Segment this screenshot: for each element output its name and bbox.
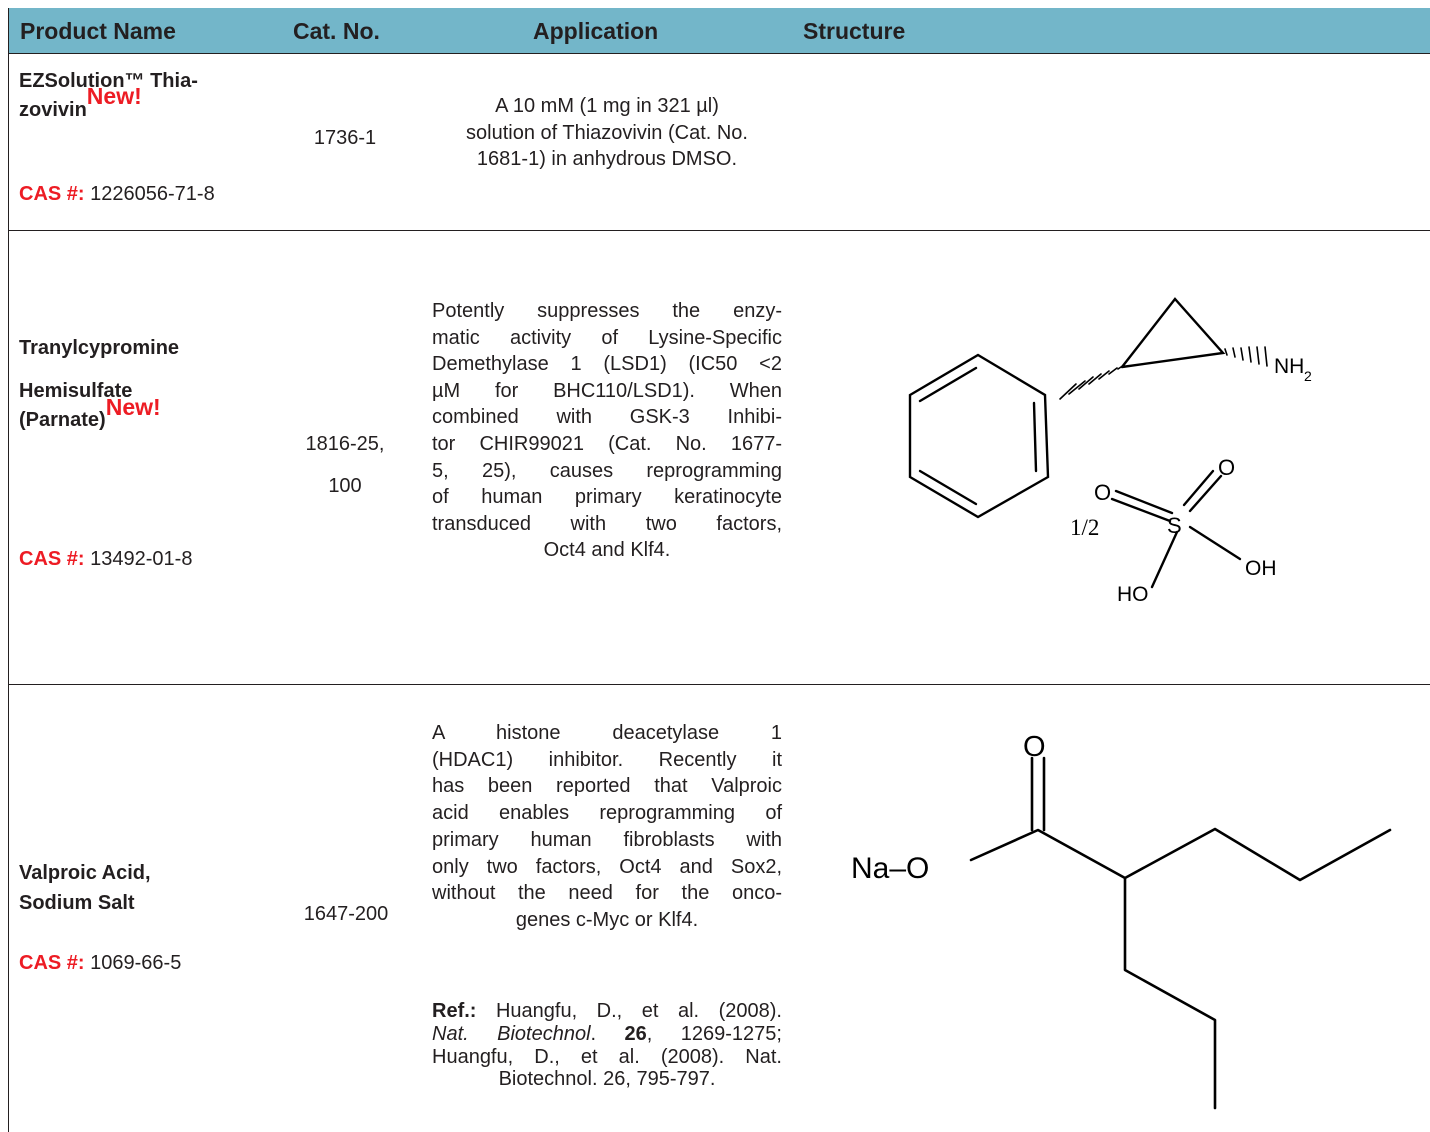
cat-no: 1647-200: [303, 903, 389, 925]
application-text: A histone deacetylase 1 (HDAC1) inhibito…: [432, 720, 782, 934]
product-name-line: zovivin: [19, 99, 87, 121]
application-line: A 10 mM (1 mg in 321 µl): [495, 95, 719, 117]
application-line: tor CHIR99021 (Cat. No. 1677-: [432, 432, 782, 455]
reference-line: Huangfu, D., et al. (2008). Nat.: [432, 1045, 782, 1068]
amine-subscript: 2: [1304, 368, 1312, 384]
ref-volume: 26: [624, 1022, 647, 1045]
application-line: only two factors, Oct4 and Sox2,: [432, 855, 782, 878]
product-name-line: Hemisulfate: [19, 380, 133, 402]
hydroxyl-label: OH: [1245, 557, 1277, 580]
reference-text: Ref.: Huangfu, D., et al. (2008). Nat. B…: [432, 1000, 782, 1091]
application-line: acid enables reprogramming of: [432, 802, 782, 825]
carbon-chain: [1123, 876, 1217, 1110]
double-bond: [1182, 469, 1215, 507]
application-text: A 10 mM (1 mg in 321 µl) solution of Thi…: [432, 93, 782, 173]
double-bond: [1110, 497, 1172, 523]
application-line: transduced with two factors,: [432, 512, 782, 535]
application-line: of human primary keratinocyte: [432, 486, 782, 509]
product-name-line: (Parnate): [19, 409, 106, 431]
hashed-bond: [1224, 346, 1268, 367]
product-name: Tranylcypromine Hemisulfate (Parnate)New…: [19, 338, 179, 431]
hashed-bond: [1059, 364, 1125, 400]
application-line: 5, 25), causes reprogramming: [432, 459, 782, 482]
double-bond: [1188, 474, 1223, 513]
cas-number: CAS #: 1226056-71-8: [19, 183, 215, 205]
sulfur-label: S: [1167, 513, 1182, 538]
application-text: Potently suppresses the enzy- matic acti…: [432, 298, 782, 564]
application-line: Demethylase 1 (LSD1) (IC50 <2: [432, 353, 782, 376]
product-name: Valproic Acid, Sodium Salt: [19, 858, 151, 918]
table-header: Product Name Cat. No. Application Struct…: [8, 8, 1430, 54]
carbonyl-oxygen-label: O: [1023, 731, 1046, 763]
application-line: Potently suppresses the enzy-: [432, 300, 782, 322]
new-badge: New!: [86, 83, 142, 109]
single-bond: [1150, 530, 1179, 589]
application-line: primary human fibroblasts with: [432, 828, 782, 851]
cas-value: 13492-01-8: [90, 548, 193, 570]
application-line: matic activity of Lysine-Specific: [432, 326, 782, 349]
application-line: Oct4 and Klf4.: [543, 539, 671, 562]
header-structure: Structure: [803, 18, 906, 44]
amine-label: NH: [1274, 355, 1304, 378]
application-line: A histone deacetylase 1: [432, 722, 782, 744]
cyclopropane-ring: [1120, 297, 1226, 369]
cas-value: 1226056-71-8: [90, 183, 215, 205]
carbon-chain: [969, 827, 1392, 882]
product-name-line: Tranylcypromine: [19, 337, 180, 359]
application-line: without the need for the onco-: [432, 882, 782, 905]
new-badge: New!: [105, 394, 161, 420]
product-name-line: Valproic Acid,: [19, 862, 151, 884]
double-bond: [918, 469, 978, 506]
product-name-line: Sodium Salt: [19, 892, 135, 914]
ref-label: Ref.:: [432, 1000, 477, 1022]
sodium-oxygen-label: Na–O: [851, 852, 929, 885]
application-line: has been reported that Valproic: [432, 775, 782, 798]
cas-number: CAS #: 13492-01-8: [19, 548, 192, 570]
hydroxyl-label: HO: [1117, 583, 1149, 606]
cat-no: 1736-1: [313, 127, 377, 149]
reference-line: Ref.: Huangfu, D., et al. (2008).: [432, 1000, 782, 1023]
reference-line: Biotechnol. 26, 795-797.: [498, 1068, 716, 1091]
cat-no-line: 1816-25,: [305, 433, 385, 455]
oxygen-label: O: [1218, 455, 1235, 480]
cas-value: 1069-66-5: [90, 952, 182, 974]
product-name-line: EZSolution™ Thia-: [19, 70, 198, 92]
benzene-ring: [908, 353, 1050, 519]
application-line: 1681-1) in anhydrous DMSO.: [476, 148, 738, 171]
cas-label: CAS #:: [19, 183, 85, 205]
tranylcypromine-structure: NH 2 S O O OH HO 1/2: [908, 297, 1312, 606]
header-product-name: Product Name: [20, 18, 176, 44]
ref-citation: Huangfu, D., et al. (2008).: [495, 1000, 782, 1022]
double-bond: [918, 366, 978, 403]
application-line: solution of Thiazovivin (Cat. No.: [466, 121, 748, 144]
application-line: µM for BHC110/LSD1). When: [432, 379, 782, 402]
ref-pages: , 1269-1275;: [646, 1022, 782, 1045]
application-line: genes c-Myc or Klf4.: [515, 908, 699, 931]
stoichiometry-label: 1/2: [1070, 515, 1099, 540]
cas-label: CAS #:: [19, 548, 85, 570]
application-line: combined with GSK-3 Inhibi-: [432, 406, 782, 429]
single-bond: [1188, 525, 1242, 561]
cat-no-line: 100: [328, 475, 362, 497]
cat-no: 1816-25, 100: [297, 423, 393, 507]
cas-number: CAS #: 1069-66-5: [19, 952, 181, 974]
oxygen-label: O: [1094, 480, 1111, 505]
row-divider: [8, 230, 1430, 231]
double-bond: [1032, 401, 1038, 473]
header-cat-no: Cat. No.: [293, 18, 380, 44]
table-left-border: [8, 8, 9, 1132]
product-name: EZSolution™ Thia- zovivinNew!: [19, 71, 198, 120]
reference-line: Nat. Biotechnol. 26, 1269-1275;: [432, 1022, 782, 1045]
valproic-acid-sodium-salt-structure: O Na–O: [851, 731, 1392, 1110]
cas-label: CAS #:: [19, 952, 85, 974]
header-application: Application: [533, 18, 659, 44]
application-line: (HDAC1) inhibitor. Recently it: [432, 748, 782, 771]
ref-journal: Nat. Biotechnol: [432, 1022, 591, 1045]
double-bond: [1114, 489, 1174, 515]
row-divider: [8, 684, 1430, 685]
